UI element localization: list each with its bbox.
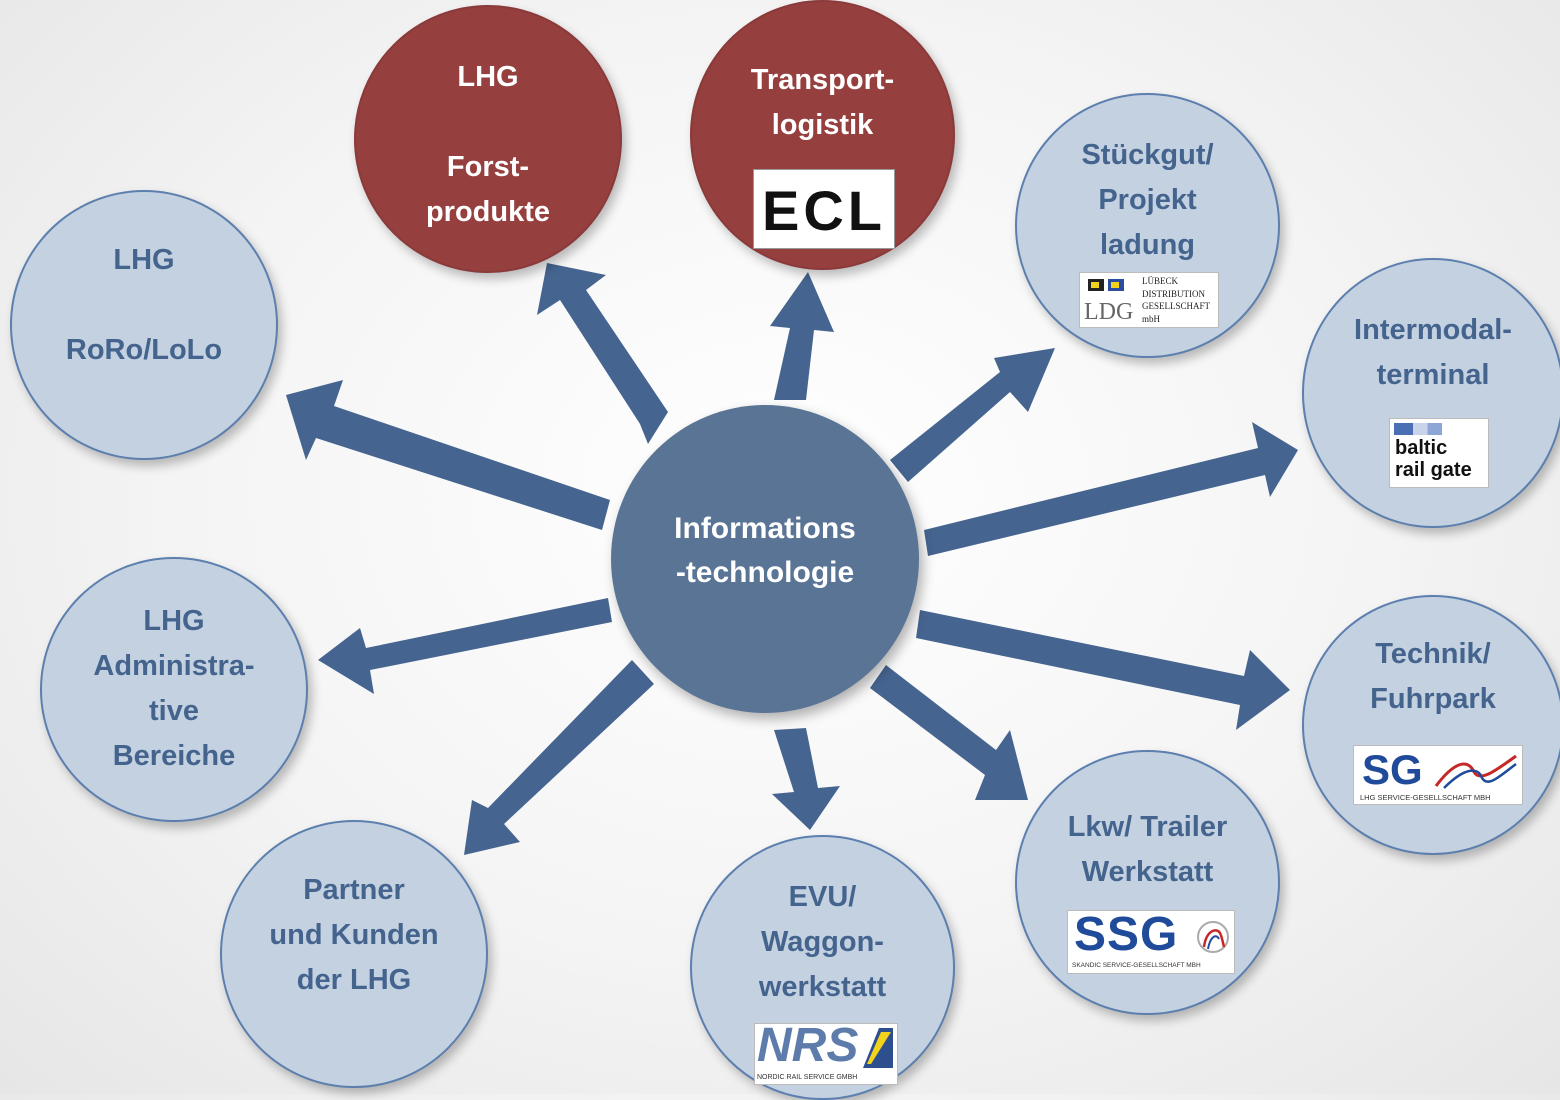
nrs-logo-text: NRS [757,1023,859,1072]
nrs-logo-subtext: NORDIC RAIL SERVICE GMBH [757,1074,858,1081]
sg-logo: SG LHG SERVICE-GESELLSCHAFT MBH [1353,745,1523,805]
baltic-rail-gate-logo: baltic rail gate [1389,418,1489,488]
ldg-logo-mark: LDG [1084,299,1134,325]
sg-logo-subtext: LHG SERVICE-GESELLSCHAFT MBH [1360,793,1491,802]
node-label: LHG RoRo/LoLo [65,244,223,366]
nrs-mark-icon [863,1028,893,1068]
node-transportlogistik: Transport- logistik ECL [690,0,955,270]
logo-bar-icon [1394,423,1442,435]
arrow-to-technik [916,610,1290,730]
node-label: Stückgut/ Projekt ladung [1081,139,1214,261]
node-lhg-forst: LHG Forst- produkte [354,5,622,273]
arrow-to-roro [286,380,610,530]
swoosh-icon [1434,754,1517,789]
node-label: EVU/ Waggon- werkstatt [758,881,887,1003]
node-center-it: Informations -technologie [611,405,919,713]
node-evu: EVU/ Waggon- werkstatt NRS NORDIC RAIL S… [690,835,955,1100]
arrow-to-transportlogistik [770,272,834,400]
ssg-logo-subtext: SKANDIC SERVICE-GESELLSCHAFT MBH [1072,962,1201,969]
node-technik: Technik/ Fuhrpark SG LHG SERVICE-GESELLS… [1302,595,1560,855]
sg-logo-text: SG [1362,746,1423,793]
node-label: LHG Administra- tive Bereiche [93,605,255,772]
arrow-to-lhg-forst [537,263,668,444]
node-lkw: Lkw/ Trailer Werkstatt SSG SKANDIC SERVI… [1015,750,1280,1015]
arrow-to-intermodal [924,422,1298,556]
ssg-mark-icon [1197,921,1229,953]
ldg-logo: LDG LÜBECK DISTRIBUTION GESELLSCHAFT mbH [1079,272,1219,328]
arrow-to-evu [772,728,840,830]
arrow-to-stueckgut [890,348,1055,482]
node-administrative: LHG Administra- tive Bereiche [40,557,308,822]
arrow-to-administrative [318,598,612,694]
node-stueckgut: Stückgut/ Projekt ladung LDG LÜBECK DIST… [1015,93,1280,358]
node-partner: Partner und Kunden der LHG [220,820,488,1088]
nrs-logo: NRS NORDIC RAIL SERVICE GMBH [754,1023,898,1085]
arrow-to-lkw [870,665,1028,800]
node-label: Transport- logistik [750,64,895,141]
node-label: LHG Forst- produkte [425,61,551,228]
arrow-to-partner [464,660,654,855]
node-label: Technik/ Fuhrpark [1370,638,1496,715]
baltic-rail-gate-text: baltic rail gate [1395,437,1472,481]
node-intermodal: Intermodal- terminal baltic rail gate [1302,258,1560,528]
ldg-logo-text: LÜBECK DISTRIBUTION GESELLSCHAFT mbH [1142,276,1211,324]
ecl-logo-text: ECL [762,179,886,242]
center-label: Informations -technologie [674,512,856,589]
node-label: Partner und Kunden der LHG [269,874,439,996]
ecl-logo: ECL [753,169,895,249]
ssg-logo-text: SSG [1074,910,1179,961]
flags-icon [1088,279,1124,297]
node-label: Lkw/ Trailer Werkstatt [1067,811,1228,888]
ssg-logo: SSG SKANDIC SERVICE-GESELLSCHAFT MBH [1067,910,1235,974]
node-roro: LHG RoRo/LoLo [10,190,278,460]
node-label: Intermodal- terminal [1354,314,1512,391]
